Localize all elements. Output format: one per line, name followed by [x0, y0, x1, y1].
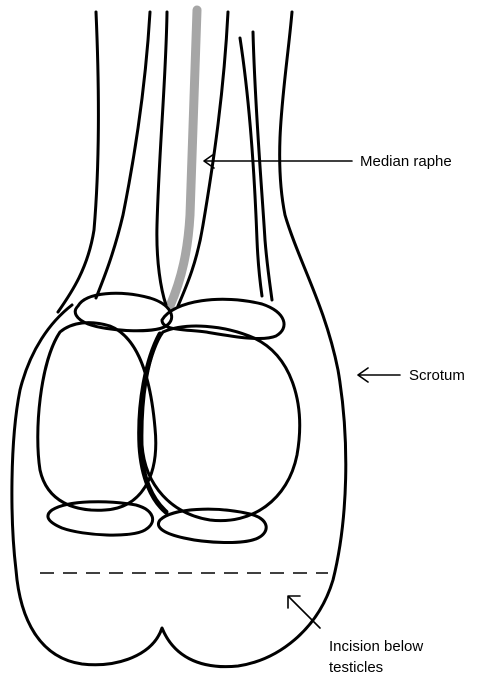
- median-raphe-line: [170, 10, 197, 306]
- incision-label-line1: Incision below: [329, 636, 423, 657]
- right-epididymis-head: [162, 299, 284, 338]
- left-epididymis-head: [75, 293, 171, 330]
- scrotum-label: Scrotum: [409, 366, 465, 386]
- right-epididymis-tail: [158, 509, 266, 542]
- center-left-cord-line: [157, 12, 167, 305]
- incision-arrow: [288, 596, 320, 628]
- incision-label-line2: testicles: [329, 657, 423, 678]
- testicle-divider: [140, 334, 166, 512]
- right-inner-cord-line: [253, 32, 272, 300]
- right-testicle: [142, 326, 300, 521]
- incision-label: Incision below testicles: [329, 636, 423, 678]
- median-raphe-arrow: [204, 154, 352, 168]
- scrotum-outline: [12, 12, 346, 667]
- median-raphe-label: Median raphe: [360, 152, 452, 172]
- left-outer-cord-line: [58, 12, 98, 312]
- left-inner-cord-line: [96, 12, 150, 298]
- left-epididymis-tail: [48, 502, 153, 535]
- scrotum-arrow: [358, 368, 400, 382]
